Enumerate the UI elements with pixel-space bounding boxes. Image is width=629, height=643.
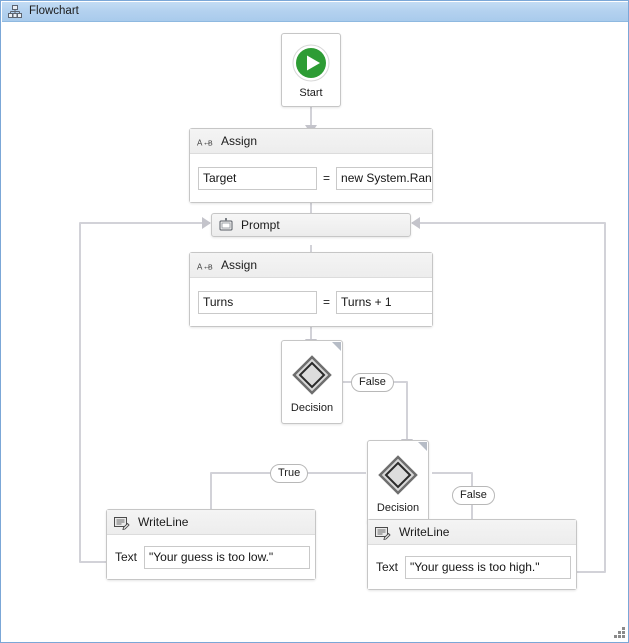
decision-2-label: Decision: [376, 502, 420, 514]
window-title: Flowchart: [29, 4, 79, 17]
org-chart-icon: [8, 4, 22, 19]
prompt-node[interactable]: Prompt: [211, 213, 411, 237]
decision-2-false-label: False: [452, 486, 495, 505]
writeline-high-node[interactable]: WriteLine Text "Your guess is too high.": [367, 519, 577, 590]
assign-turns-header: A ← B Assign: [190, 253, 432, 278]
window-titlebar: Flowchart: [2, 2, 628, 22]
writeline-high-body: Text "Your guess is too high.": [368, 545, 576, 589]
decision-diamond-icon: [377, 454, 419, 496]
writeline-icon: [114, 516, 130, 531]
assign-target-value-field[interactable]: new System.Randor: [336, 166, 432, 190]
resize-grip-icon[interactable]: [613, 626, 626, 639]
writeline-low-caption: Text: [115, 550, 138, 564]
decision-1-node[interactable]: Decision: [281, 340, 343, 424]
assign-target-header: A ← B Assign: [190, 129, 432, 154]
writeline-high-caption: Text: [376, 560, 399, 574]
decision-diamond-icon: [291, 354, 333, 396]
prompt-label: Prompt: [241, 218, 280, 232]
svg-text:A: A: [197, 263, 203, 272]
assign-turns-node[interactable]: A ← B Assign Turns = Turns + 1: [189, 252, 433, 327]
decision-1-label: Decision: [290, 402, 334, 414]
assign-target-node[interactable]: A ← B Assign Target = new System.Randor: [189, 128, 433, 203]
writeline-low-text-field[interactable]: "Your guess is too low.": [144, 545, 311, 569]
collapse-corner-icon[interactable]: [332, 342, 341, 351]
assign-target-to-field[interactable]: Target: [198, 166, 317, 190]
svg-text:←: ←: [203, 261, 212, 271]
start-node[interactable]: Start: [281, 33, 341, 107]
assign-turns-value-field[interactable]: Turns + 1: [336, 290, 432, 314]
writeline-icon: [375, 526, 391, 541]
start-label: Start: [299, 86, 323, 99]
assign-target-body: Target = new System.Randor: [190, 154, 432, 202]
writeline-low-header: WriteLine: [107, 510, 315, 535]
assign-turns-operator: =: [323, 295, 331, 309]
writeline-low-title: WriteLine: [138, 515, 189, 529]
assign-target-title: Assign: [221, 134, 258, 148]
assign-icon: A ← B: [197, 259, 213, 272]
flowchart-canvas[interactable]: Start A ← B Assign Target = new System.R…: [2, 22, 628, 642]
writeline-low-body: Text "Your guess is too low.": [107, 535, 315, 579]
svg-text:B: B: [208, 265, 213, 272]
writeline-high-header: WriteLine: [368, 520, 576, 545]
decision-2-true-label: True: [270, 464, 309, 483]
writeline-low-node[interactable]: WriteLine Text "Your guess is too low.": [106, 509, 316, 580]
svg-text:←: ←: [203, 137, 212, 147]
assign-icon: A ← B: [197, 135, 213, 148]
assign-target-operator: =: [323, 171, 331, 185]
prompt-screen-icon: [219, 218, 233, 232]
assign-turns-body: Turns = Turns + 1: [190, 278, 432, 326]
assign-turns-title: Assign: [221, 258, 258, 272]
decision-1-false-label: False: [351, 373, 394, 392]
decision-2-node[interactable]: Decision: [367, 440, 429, 524]
writeline-high-title: WriteLine: [399, 525, 450, 539]
collapse-corner-icon[interactable]: [418, 442, 427, 451]
assign-turns-to-field[interactable]: Turns: [198, 290, 317, 314]
play-icon: [292, 44, 330, 82]
svg-text:B: B: [208, 141, 213, 148]
svg-text:A: A: [197, 139, 203, 148]
writeline-high-text-field[interactable]: "Your guess is too high.": [405, 555, 572, 579]
